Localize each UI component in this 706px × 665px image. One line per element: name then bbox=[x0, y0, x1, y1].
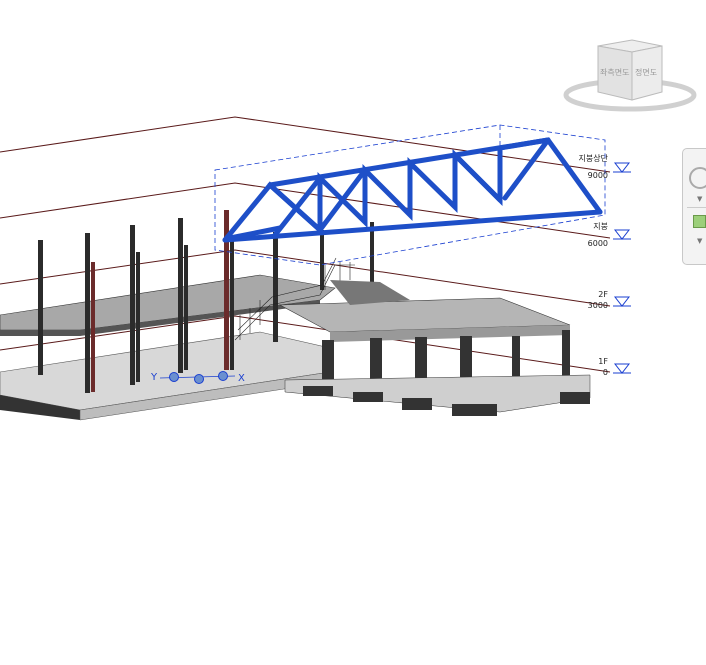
annex-building[interactable] bbox=[278, 280, 591, 416]
level-name: 1F bbox=[598, 357, 608, 366]
columns[interactable] bbox=[38, 210, 374, 393]
viewcube[interactable]: 좌측면도 정면도 bbox=[563, 39, 697, 112]
level-elevation: 6000 bbox=[587, 239, 608, 248]
steering-wheel-icon[interactable] bbox=[689, 167, 706, 189]
y-axis-label: Y bbox=[150, 372, 158, 383]
level-elevation: 0 bbox=[602, 368, 608, 377]
viewcube-left-face[interactable]: 좌측면도 bbox=[600, 67, 629, 77]
level-name: 지붕상단 bbox=[578, 154, 608, 163]
dropdown-arrow-icon[interactable]: ▼ bbox=[697, 195, 703, 203]
navigation-bar: ▼ ▼ bbox=[682, 148, 706, 265]
level-name: 지붕 bbox=[593, 222, 608, 231]
level-label-2f: 2F 3000 bbox=[548, 290, 608, 310]
level-markers[interactable] bbox=[613, 162, 631, 374]
second-floor-slab[interactable] bbox=[0, 274, 336, 336]
level-label-roof: 지붕 6000 bbox=[548, 221, 608, 248]
viewcube-front-face[interactable]: 정면도 bbox=[635, 67, 657, 77]
stair[interactable] bbox=[234, 257, 355, 341]
level-elevation: 9000 bbox=[587, 171, 608, 180]
level-name: 2F bbox=[598, 290, 608, 299]
selection-box bbox=[214, 124, 606, 266]
grip-handles[interactable] bbox=[159, 371, 236, 384]
foundation-slab[interactable] bbox=[0, 331, 331, 421]
x-axis-label: X bbox=[238, 373, 245, 384]
divider bbox=[687, 207, 706, 208]
zoom-region-icon[interactable] bbox=[693, 215, 706, 228]
roof-truss[interactable] bbox=[222, 137, 603, 243]
level-label-roof-top: 지붕상단 9000 bbox=[548, 153, 608, 180]
dropdown-arrow-icon[interactable]: ▼ bbox=[697, 237, 703, 245]
level-elevation: 3000 bbox=[587, 301, 608, 310]
